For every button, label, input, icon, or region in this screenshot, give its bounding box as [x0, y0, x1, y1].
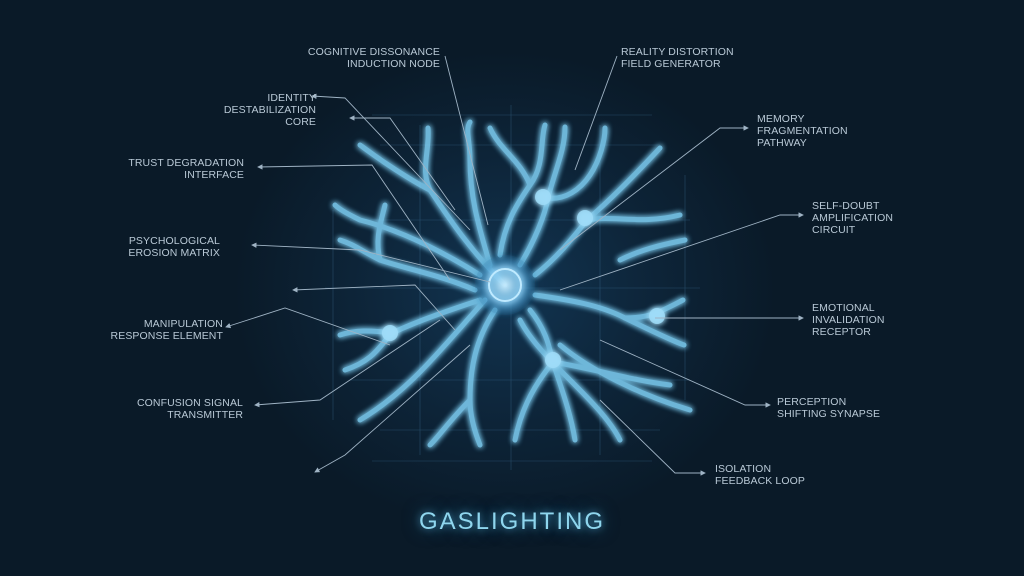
synapse-nodes: [382, 189, 665, 368]
label-memory-fragmentation-pathway: MEMORY FRAGMENTATION PATHWAY: [757, 113, 848, 149]
neuron-dendrites: [332, 119, 693, 448]
label-identity-destabilization-core: IDENTITY DESTABILIZATION CORE: [223, 92, 316, 128]
label-trust-degradation-interface: TRUST DEGRADATION INTERFACE: [128, 157, 244, 181]
diagram-title: GASLIGHTING: [418, 508, 606, 535]
label-psychological-erosion-matrix: PSYCHOLOGICAL EROSION MATRIX: [128, 235, 220, 259]
label-self-doubt-amplification-circuit: SELF-DOUBT AMPLIFICATION CIRCUIT: [812, 200, 894, 236]
label-perception-shifting-synapse: PERCEPTION SHIFTING SYNAPSE: [777, 396, 881, 420]
label-cognitive-dissonance-induction-node: COGNITIVE DISSONANCE INDUCTION NODE: [307, 46, 440, 70]
label-isolation-feedback-loop: ISOLATION FEEDBACK LOOP: [715, 463, 805, 487]
label-emotional-invalidation-receptor: EMOTIONAL INVALIDATION RECEPTOR: [812, 302, 885, 338]
label-reality-distortion-field-generator: REALITY DISTORTION FIELD GENERATOR: [621, 46, 734, 70]
label-manipulation-response-element: MANIPULATION RESPONSE ELEMENT: [110, 318, 223, 342]
label-confusion-signal-transmitter: CONFUSION SIGNAL TRANSMITTER: [136, 397, 243, 421]
leader-lines: [225, 55, 804, 476]
